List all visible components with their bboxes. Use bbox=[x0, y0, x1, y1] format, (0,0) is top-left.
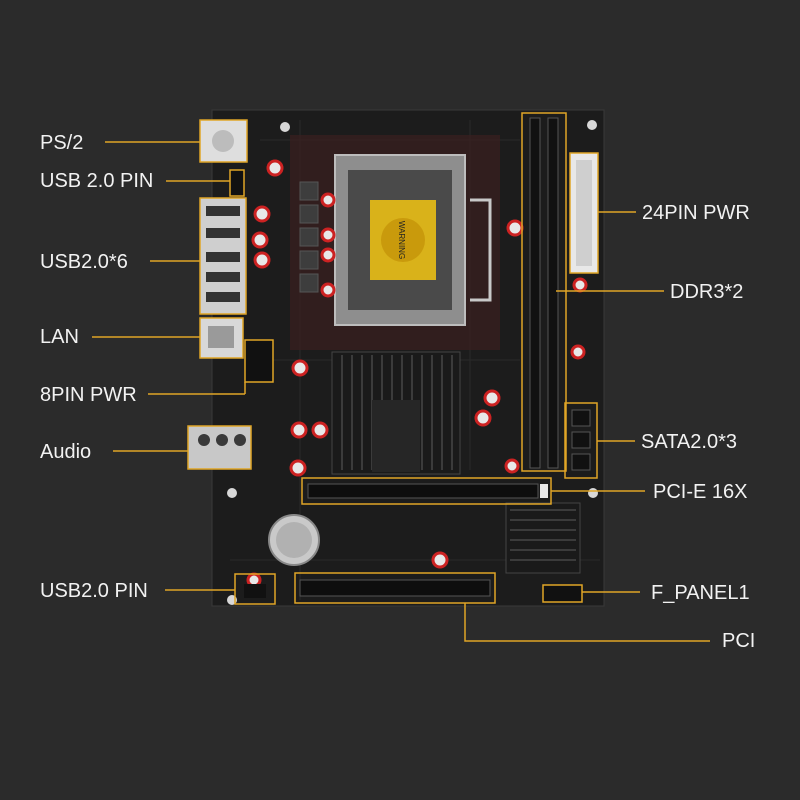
vrm-chokes bbox=[299, 181, 319, 293]
label-usb20-pin-top: USB 2.0 PIN bbox=[40, 170, 154, 192]
mount-hole bbox=[280, 122, 290, 132]
label-fpanel: F_PANEL1 bbox=[651, 582, 750, 604]
pcie-slot bbox=[301, 477, 552, 505]
label-24pin-pwr: 24PIN PWR bbox=[642, 202, 750, 224]
southbridge-heatsink bbox=[505, 502, 581, 574]
rear-io bbox=[187, 119, 276, 605]
label-sata: SATA2.0*3 bbox=[641, 431, 737, 453]
pci-slot bbox=[294, 572, 496, 604]
label-lan: LAN bbox=[40, 326, 79, 348]
cpu-socket-warning: WARNING bbox=[397, 221, 406, 259]
callout-lines bbox=[92, 141, 710, 642]
label-8pin-pwr: 8PIN PWR bbox=[40, 384, 137, 406]
pwr24pin-connector bbox=[569, 152, 599, 274]
label-pcie: PCI-E 16X bbox=[653, 481, 748, 503]
label-ddr3: DDR3*2 bbox=[670, 281, 744, 303]
audio-jacks bbox=[187, 425, 252, 470]
capacitors bbox=[246, 159, 588, 588]
label-usb20x6: USB2.0*6 bbox=[40, 251, 128, 273]
cpu-area: WARNING bbox=[290, 135, 500, 350]
ddr3-slots bbox=[521, 112, 567, 472]
label-pci: PCI bbox=[722, 630, 756, 652]
chipset-heatsink bbox=[331, 351, 461, 475]
mount-hole bbox=[587, 120, 597, 130]
leader-pci bbox=[464, 603, 710, 642]
usb-pin-header-bottom bbox=[234, 573, 276, 605]
label-ps2: PS/2 bbox=[40, 132, 84, 154]
mount-hole bbox=[588, 488, 598, 498]
usb-pin-header-top bbox=[229, 169, 245, 197]
mount-hole bbox=[227, 488, 237, 498]
label-usb20-pin-bottom: USB2.0 PIN bbox=[40, 580, 148, 602]
fpanel-header bbox=[542, 584, 583, 603]
pwr8pin-connector bbox=[244, 339, 274, 383]
label-audio: Audio bbox=[40, 441, 92, 463]
